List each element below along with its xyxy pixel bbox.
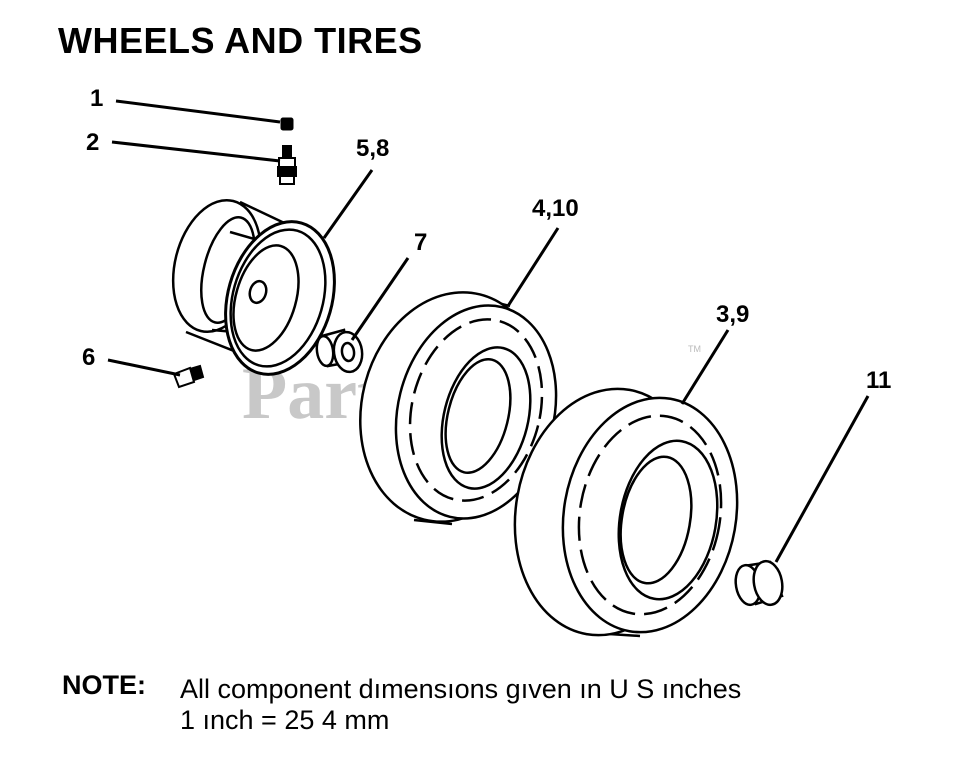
wheel-rim-part [171,198,336,376]
front-tire-part [359,291,558,526]
watermark-trademark: TM [688,344,701,354]
leader-line-2 [111,140,281,163]
callout-7: 7 [414,229,427,256]
leader-line-7 [350,257,410,341]
callout-11: 11 [866,367,891,394]
callout-1: 1 [90,85,103,112]
callout-2: 2 [86,129,99,156]
leader-line-4-10 [506,227,560,307]
leader-line-6 [107,358,181,377]
callout-3-9: 3,9 [716,301,749,328]
note-line-1: All component dımensıons gıven ın U S ın… [180,674,742,704]
rear-cap-part [734,559,784,607]
diagram-title: WHEELS AND TIRES [58,20,423,61]
leader-line-11 [774,395,870,563]
note-label: NOTE: [62,670,146,700]
valve-stem-part [277,145,297,185]
valve-cap-part [280,117,294,131]
rear-tire-part [513,387,739,638]
grease-fitting-part [172,364,205,389]
note-text: All component dımensıons gıven ın U S ın… [180,674,741,736]
callout-5-8: 5,8 [356,135,389,162]
leader-line-3-9 [680,329,730,405]
leader-line-1 [115,99,281,124]
bushing-part [315,328,364,374]
leader-line-5-8 [322,169,374,239]
note-line-2: 1 ınch = 25 4 mm [180,705,390,735]
callout-4-10: 4,10 [532,195,579,222]
callout-6: 6 [82,344,95,371]
